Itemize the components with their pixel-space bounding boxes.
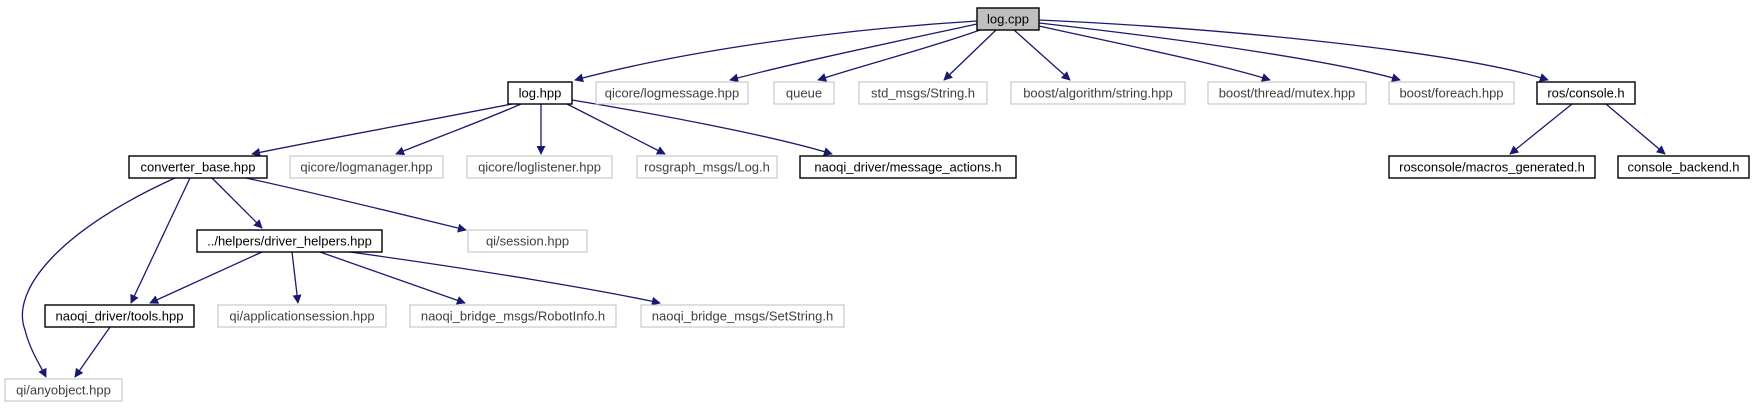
node-label: qicore/logmessage.hpp bbox=[605, 86, 739, 101]
edge-log-cpp-to-qicore-logmessage bbox=[729, 23, 978, 83]
edge-log-hpp-to-converter-base bbox=[251, 103, 513, 157]
node-robot-info: naoqi_bridge_msgs/RobotInfo.h bbox=[409, 304, 617, 328]
node-box bbox=[409, 304, 617, 328]
node-box bbox=[196, 229, 383, 253]
edge-converter-base-to-qi-session bbox=[245, 177, 467, 233]
node-label: qi/session.hpp bbox=[486, 234, 569, 249]
node-naoqi-tools[interactable]: naoqi_driver/tools.hpp bbox=[44, 304, 195, 328]
node-driver-helpers[interactable]: ../helpers/driver_helpers.hpp bbox=[196, 229, 383, 253]
node-box bbox=[466, 155, 613, 179]
node-qicore-logmessage: qicore/logmessage.hpp bbox=[595, 81, 749, 105]
node-box bbox=[289, 155, 444, 179]
node-label: ros/console.h bbox=[1547, 86, 1624, 101]
edge-driver-helpers-to-robot-info bbox=[319, 251, 466, 305]
node-label: converter_base.hpp bbox=[141, 160, 256, 175]
node-set-string: naoqi_bridge_msgs/SetString.h bbox=[640, 304, 845, 328]
edge-ros-console-to-console-backend bbox=[1605, 103, 1666, 155]
edge-ros-console-to-macros-generated bbox=[1509, 103, 1573, 155]
node-box bbox=[773, 81, 835, 105]
node-box bbox=[507, 81, 573, 105]
node-box bbox=[595, 81, 749, 105]
edge-log-cpp-to-ros-console bbox=[1038, 19, 1549, 82]
node-box bbox=[858, 81, 988, 105]
node-label: qi/applicationsession.hpp bbox=[229, 309, 374, 324]
edge-converter-base-to-naoqi-tools bbox=[130, 177, 191, 304]
node-boost-foreach: boost/foreach.hpp bbox=[1388, 81, 1515, 105]
node-box bbox=[976, 7, 1040, 31]
edge-naoqi-tools-to-qi-anyobject bbox=[74, 326, 111, 378]
node-console-backend[interactable]: console_backend.h bbox=[1617, 155, 1750, 179]
node-label: boost/algorithm/string.hpp bbox=[1023, 86, 1173, 101]
node-ros-console[interactable]: ros/console.h bbox=[1536, 81, 1636, 105]
node-rosgraph-msgs-log: rosgraph_msgs/Log.h bbox=[636, 155, 778, 179]
node-box bbox=[4, 378, 123, 402]
node-box bbox=[1207, 81, 1367, 105]
edge-log-cpp-to-std-msgs-string bbox=[943, 29, 997, 81]
node-box bbox=[217, 304, 387, 328]
node-queue: queue bbox=[773, 81, 835, 105]
node-box bbox=[1617, 155, 1750, 179]
node-box bbox=[799, 155, 1017, 179]
edge-driver-helpers-to-qi-applicationsession bbox=[291, 251, 302, 304]
node-label: boost/thread/mutex.hpp bbox=[1219, 86, 1356, 101]
edge-log-cpp-to-boost-thread-mutex bbox=[1038, 25, 1271, 82]
node-qicore-loglistener: qicore/loglistener.hpp bbox=[466, 155, 613, 179]
node-label: log.hpp bbox=[519, 86, 562, 101]
node-label: naoqi_driver/tools.hpp bbox=[56, 309, 184, 324]
node-box bbox=[1010, 81, 1186, 105]
node-label: queue bbox=[786, 86, 822, 101]
node-box bbox=[467, 229, 588, 253]
edge-log-hpp-to-qicore-logmanager bbox=[395, 103, 522, 156]
edge-driver-helpers-to-set-string bbox=[349, 251, 661, 306]
node-label: std_msgs/String.h bbox=[871, 86, 975, 101]
node-label: naoqi_bridge_msgs/SetString.h bbox=[652, 309, 833, 324]
node-macros-generated[interactable]: rosconsole/macros_generated.h bbox=[1388, 155, 1596, 179]
edge-converter-base-to-driver-helpers bbox=[211, 177, 263, 229]
node-box bbox=[636, 155, 778, 179]
node-label: log.cpp bbox=[987, 12, 1029, 27]
node-message-actions[interactable]: naoqi_driver/message_actions.h bbox=[799, 155, 1017, 179]
node-qi-session: qi/session.hpp bbox=[467, 229, 588, 253]
node-log-cpp[interactable]: log.cpp bbox=[976, 7, 1040, 31]
node-label: rosconsole/macros_generated.h bbox=[1399, 160, 1585, 175]
node-label: qicore/logmanager.hpp bbox=[300, 160, 432, 175]
edge-log-hpp-to-rosgraph-msgs-log bbox=[566, 103, 666, 155]
node-box bbox=[128, 155, 268, 179]
edge-log-cpp-to-boost-foreach bbox=[1038, 22, 1401, 82]
nodes-layer: log.cpp log.hpp qicore/logmessage.hpp queue… bbox=[4, 7, 1750, 402]
edges-layer bbox=[21, 19, 1666, 378]
edge-log-cpp-to-boost-algorithm-string bbox=[1013, 29, 1071, 81]
node-qi-applicationsession: qi/applicationsession.hpp bbox=[217, 304, 387, 328]
node-log-hpp[interactable]: log.hpp bbox=[507, 81, 573, 105]
node-box bbox=[1536, 81, 1636, 105]
node-label: console_backend.h bbox=[1627, 160, 1739, 175]
edge-log-cpp-to-queue bbox=[817, 29, 981, 82]
node-boost-thread-mutex: boost/thread/mutex.hpp bbox=[1207, 81, 1367, 105]
node-converter-base[interactable]: converter_base.hpp bbox=[128, 155, 268, 179]
node-label: qicore/loglistener.hpp bbox=[478, 160, 601, 175]
node-box bbox=[1388, 81, 1515, 105]
node-label: rosgraph_msgs/Log.h bbox=[644, 160, 770, 175]
edge-converter-base-to-qi-anyobject bbox=[21, 177, 176, 378]
node-qicore-logmanager: qicore/logmanager.hpp bbox=[289, 155, 444, 179]
node-label: ../helpers/driver_helpers.hpp bbox=[207, 234, 372, 249]
node-boost-algorithm-string: boost/algorithm/string.hpp bbox=[1010, 81, 1186, 105]
node-label: qi/anyobject.hpp bbox=[16, 383, 111, 398]
node-label: naoqi_driver/message_actions.h bbox=[814, 160, 1001, 175]
node-label: naoqi_bridge_msgs/RobotInfo.h bbox=[421, 309, 605, 324]
edge-driver-helpers-to-naoqi-tools bbox=[149, 251, 263, 304]
node-box bbox=[1388, 155, 1596, 179]
node-box bbox=[640, 304, 845, 328]
node-qi-anyobject: qi/anyobject.hpp bbox=[4, 378, 123, 402]
node-box bbox=[44, 304, 195, 328]
edge-log-cpp-to-log-hpp bbox=[574, 20, 978, 83]
node-std-msgs-string: std_msgs/String.h bbox=[858, 81, 988, 105]
node-label: boost/foreach.hpp bbox=[1399, 86, 1503, 101]
edge-log-hpp-to-message-actions bbox=[571, 99, 833, 156]
